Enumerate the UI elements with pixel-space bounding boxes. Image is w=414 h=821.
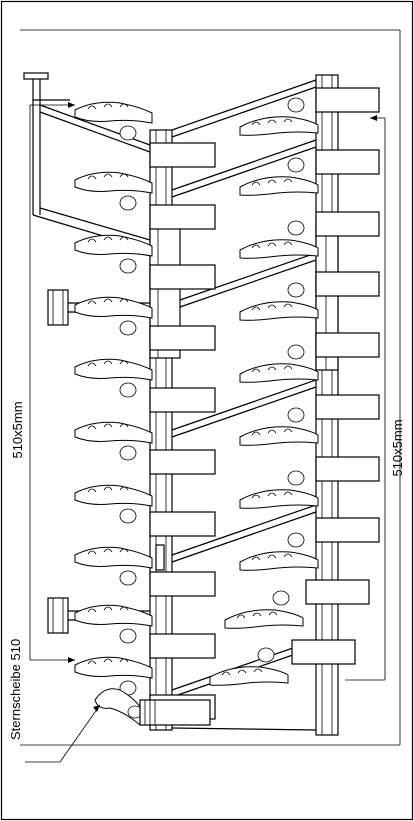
right-disc (239, 220, 319, 259)
bearing-box (315, 332, 380, 358)
bearing-box (149, 387, 216, 413)
bearing-box (305, 579, 370, 605)
right-disc (239, 532, 319, 571)
right-disc (239, 407, 319, 446)
left-dimension-label: 510x5mm (10, 401, 25, 458)
bearing-box (149, 325, 216, 351)
left-disc (74, 656, 153, 696)
right-disc-gang (209, 97, 319, 686)
hitch-drawbar (23, 72, 151, 251)
bearing-box (149, 449, 216, 475)
bearing-box (149, 264, 216, 290)
left-disc (74, 296, 153, 336)
right-disc (224, 590, 304, 629)
right-disc (239, 97, 319, 136)
right-dimension-label: 510x5mm (390, 419, 405, 476)
right-disc (239, 344, 319, 383)
bearing-box (315, 149, 380, 175)
left-disc (74, 234, 153, 274)
cross-members (171, 79, 317, 731)
rear-roller (139, 699, 211, 726)
left-disc (74, 171, 153, 211)
left-disc (74, 101, 153, 141)
left-disc (74, 358, 153, 398)
star-disc-front (94, 688, 146, 726)
right-disc (239, 470, 319, 509)
bearing-box (315, 211, 380, 237)
sternscheibe-leader (25, 704, 101, 763)
left-disc (74, 421, 153, 461)
left-disc (74, 604, 153, 644)
left-disc (74, 484, 153, 524)
bearing-box (149, 571, 216, 597)
right-dimension-leader (345, 115, 386, 681)
bearing-box (315, 517, 380, 543)
right-disc (209, 647, 289, 686)
right-disc (239, 157, 319, 196)
bearing-box (315, 271, 380, 297)
left-dimension-leader (29, 102, 75, 663)
bearing-box (291, 639, 356, 665)
bearing-box (149, 142, 216, 168)
bearing-box (315, 456, 380, 482)
left-disc (74, 546, 153, 586)
bearing-box (149, 511, 216, 537)
right-bearing-boxes (291, 87, 380, 665)
sternscheibe-label: Sternscheibe 510 (8, 639, 23, 740)
bearing-box (149, 204, 216, 230)
left-disc-gang (74, 101, 153, 726)
bearing-box (315, 394, 380, 420)
bearing-box (315, 87, 380, 113)
bearing-box (149, 633, 216, 659)
right-disc (239, 282, 319, 321)
